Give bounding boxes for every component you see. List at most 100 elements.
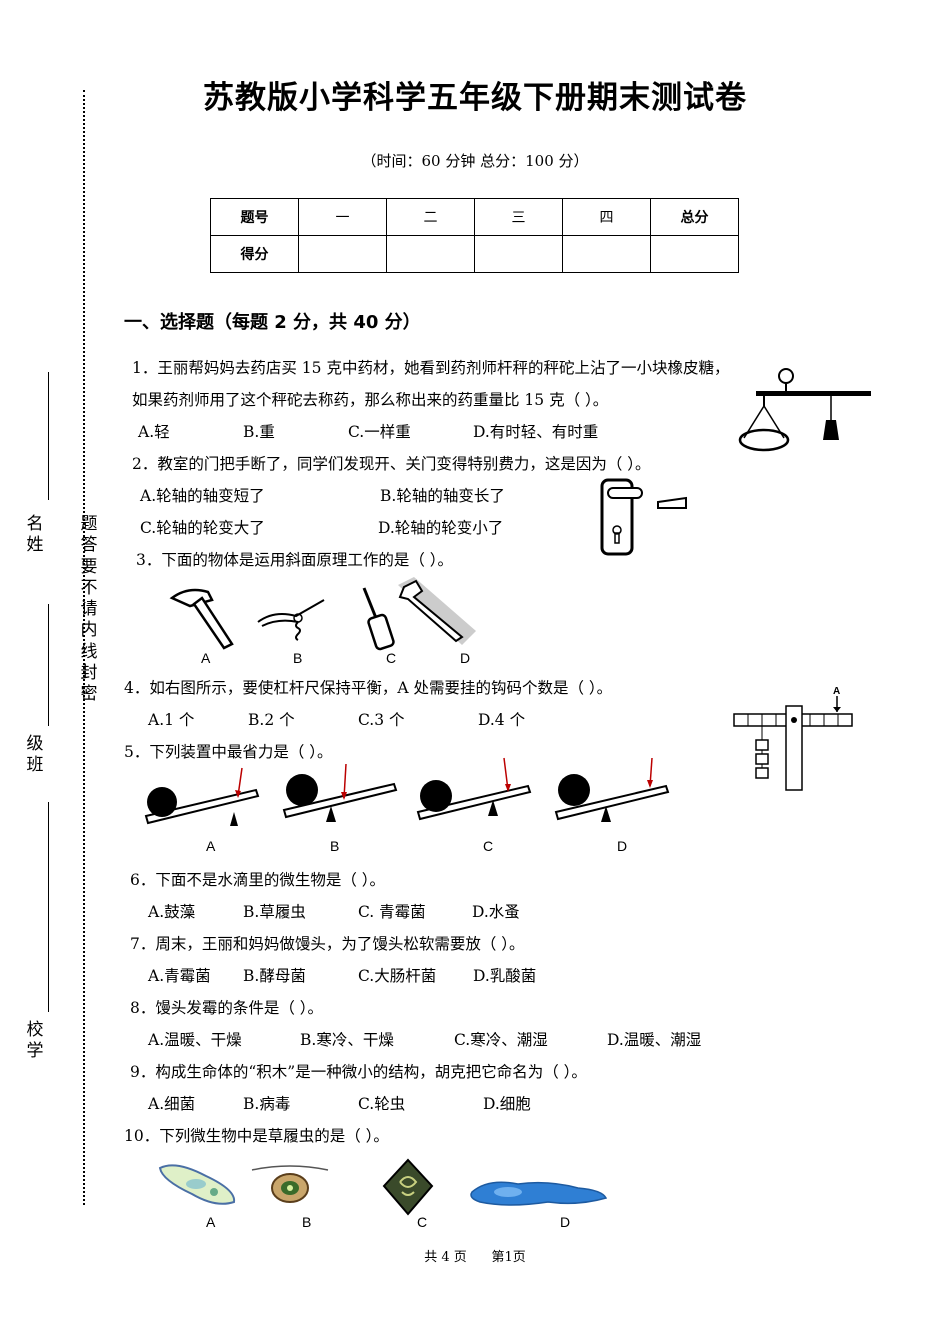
school-label-char: 校 (26, 1020, 44, 1040)
q1-option-a[interactable]: A.轻 (138, 423, 170, 441)
wrench-icon (398, 577, 476, 645)
score-cell[interactable] (474, 235, 563, 273)
class-label-char: 级 (26, 734, 44, 754)
q4-option-c[interactable]: C.3 个 (358, 711, 405, 729)
q6-option-d[interactable]: D.水蚤 (472, 903, 520, 921)
q3-label-c[interactable]: C (386, 650, 397, 666)
q7-option-a[interactable]: A.青霉菌 (148, 967, 211, 985)
q1-line1: 1．王丽帮妈妈去药店买 15 克中药材，她看到药剂师杆秤的秤砣上沾了一小块橡皮糖… (132, 359, 730, 377)
microbe-icon-c (382, 1158, 434, 1216)
score-table-header-row: 题号 一 二 三 四 总分 (210, 198, 739, 236)
q10-label-c[interactable]: C (417, 1214, 428, 1230)
header-cell: 题号 (210, 198, 299, 236)
notice-char: 线 (80, 641, 98, 662)
q7-option-b[interactable]: B.酵母菌 (243, 967, 306, 985)
header-cell: 一 (298, 198, 387, 236)
q4-figure-label: A (833, 686, 841, 697)
q10-label-d[interactable]: D (560, 1214, 571, 1230)
header-cell: 总分 (650, 198, 739, 236)
q4-stem: 4．如右图所示，要使杠杆尺保持平衡，A 处需要挂的钩码个数是（ ）。 (124, 679, 613, 697)
q2-option-c[interactable]: C.轮轴的轮变大了 (140, 519, 265, 537)
notice-char: 请 (80, 599, 98, 619)
q9-stem: 9．构成生命体的“积木”是一种微小的结构，胡克把它命名为（ ）。 (130, 1063, 587, 1081)
row-label-cell: 得分 (210, 235, 299, 273)
q3-label-d[interactable]: D (460, 650, 471, 666)
q9-option-d[interactable]: D.细胞 (483, 1095, 531, 1113)
notice-char: 密 (80, 684, 98, 704)
q6-option-a[interactable]: A.鼓藻 (148, 903, 196, 921)
q2-option-a[interactable]: A.轮轴的轴变短了 (140, 487, 265, 505)
q9-option-c[interactable]: C.轮虫 (358, 1095, 406, 1113)
q8-option-a[interactable]: A.温暖、干燥 (148, 1031, 242, 1049)
q7-option-c[interactable]: C.大肠杆菌 (358, 967, 437, 985)
q10-label-b[interactable]: B (302, 1214, 312, 1230)
q4-option-a[interactable]: A.1 个 (148, 711, 195, 729)
q5-label-a[interactable]: A (206, 838, 216, 854)
q8-option-d[interactable]: D.温暖、潮湿 (607, 1031, 702, 1049)
page-title: 苏教版小学科学五年级下册期末测试卷 (203, 80, 747, 116)
q8-option-c[interactable]: C.寒冷、潮湿 (454, 1031, 548, 1049)
corkscrew-icon (257, 599, 325, 641)
score-cell[interactable] (386, 235, 475, 273)
school-blank-line (48, 802, 49, 1012)
score-cell[interactable] (562, 235, 651, 273)
q4-option-d[interactable]: D.4 个 (478, 711, 526, 729)
school-label: 校 学 (25, 1020, 45, 1063)
notice-char: 不 (80, 577, 98, 598)
notice-char: 封 (80, 662, 98, 683)
q3-stem: 3．下面的物体是运用斜面原理工作的是（ ）。 (136, 551, 454, 569)
q1-option-d[interactable]: D.有时轻、有时重 (473, 423, 599, 441)
seesaw-lever-icon-d (554, 757, 670, 822)
q10-stem: 10．下列微生物中是草履虫的是（ ）。 (124, 1127, 389, 1145)
microbe-icon-d (470, 1181, 608, 1206)
q5-label-b[interactable]: B (330, 838, 340, 854)
name-label-char: 名 (26, 514, 44, 534)
section-title: 一、选择题（每题 2 分，共 40 分） (124, 312, 421, 333)
q7-option-d[interactable]: D.乳酸菌 (473, 967, 537, 985)
seesaw-lever-icon-a (144, 767, 260, 826)
binding-dotted-line (83, 90, 85, 1205)
q1-option-b[interactable]: B.重 (243, 423, 275, 441)
q5-label-d[interactable]: D (617, 838, 628, 854)
page-footer: 共 4 页 第1页 (424, 1250, 526, 1265)
q6-option-b[interactable]: B.草履虫 (243, 903, 306, 921)
q9-option-b[interactable]: B.病毒 (243, 1095, 291, 1113)
header-cell: 四 (562, 198, 651, 236)
class-label-char: 班 (26, 755, 44, 776)
q3-label-b[interactable]: B (293, 650, 303, 666)
q10-label-a[interactable]: A (206, 1214, 216, 1230)
screwdriver-icon (362, 587, 395, 651)
q9-option-a[interactable]: A.细菌 (148, 1095, 196, 1113)
q3-label-a[interactable]: A (201, 650, 211, 666)
exam-info: （时间：60 分钟 总分：100 分） (361, 152, 589, 170)
score-cell[interactable] (298, 235, 387, 273)
seesaw-lever-icon-b (282, 763, 398, 822)
name-blank-line (48, 372, 49, 500)
name-label-char: 姓 (26, 535, 44, 556)
notice-char: 答 (80, 535, 98, 556)
score-cell[interactable] (650, 235, 739, 273)
class-blank-line (48, 604, 49, 726)
q1-option-c[interactable]: C.一样重 (348, 423, 411, 441)
q2-stem: 2．教室的门把手断了，同学们发现开、关门变得特别费力，这是因为（ ）。 (132, 455, 651, 473)
microbe-icon-b (251, 1165, 329, 1203)
q2-option-d[interactable]: D.轮轴的轮变小了 (378, 519, 504, 537)
door-handle-icon (600, 478, 687, 556)
q8-option-b[interactable]: B.寒冷、干燥 (300, 1031, 394, 1049)
q4-option-b[interactable]: B.2 个 (248, 711, 295, 729)
lever-ruler-icon (733, 696, 853, 791)
binding-notice: 题 答 要 不 请 内 线 封 密 (79, 514, 99, 705)
score-table-score-row: 得分 (210, 235, 739, 273)
q1-line2: 如果药剂师用了这个秤砣去称药，那么称出来的药重量比 15 克（ ）。 (132, 391, 609, 409)
microbe-icon-a (158, 1164, 236, 1205)
seesaw-lever-icon-c (416, 757, 532, 821)
q5-label-c[interactable]: C (483, 838, 494, 854)
notice-char: 内 (80, 620, 98, 641)
q6-stem: 6．下面不是水滴里的微生物是（ ）。 (130, 871, 386, 889)
q6-option-c[interactable]: C. 青霉菌 (358, 903, 426, 921)
name-label: 名 姓 (25, 514, 45, 557)
q5-stem: 5．下列装置中最省力是（ ）。 (124, 743, 333, 761)
q2-option-b[interactable]: B.轮轴的轴变长了 (380, 487, 505, 505)
steelyard-scale-icon (738, 368, 871, 452)
q7-stem: 7．周末，王丽和妈妈做馒头，为了馒头松软需要放（ ）。 (130, 935, 525, 953)
